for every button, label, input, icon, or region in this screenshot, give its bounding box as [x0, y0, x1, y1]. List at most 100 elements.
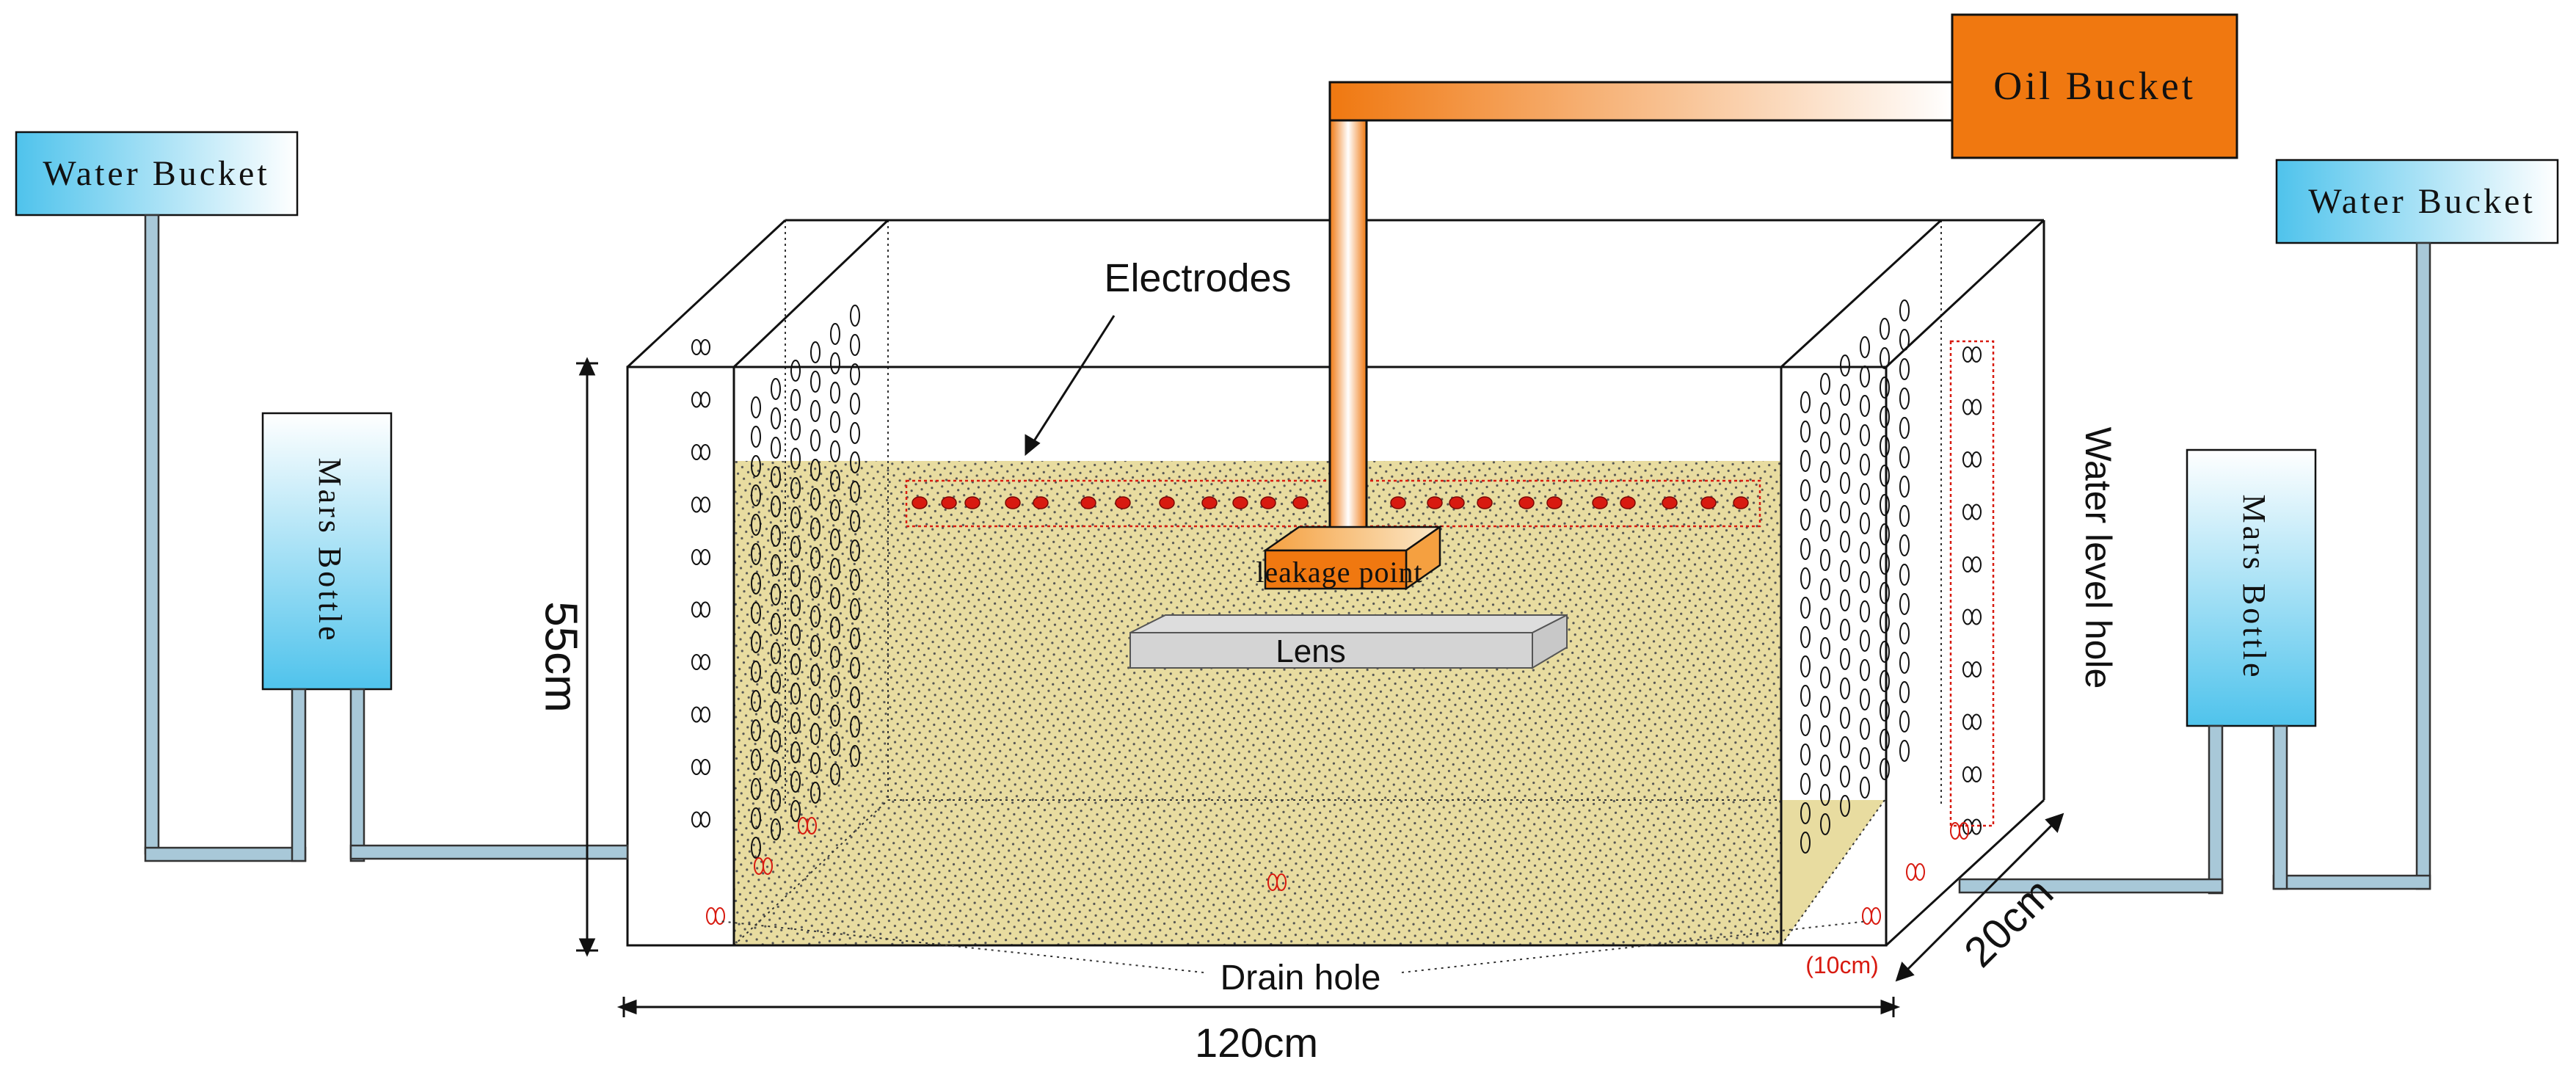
perforation-hole [830, 411, 840, 433]
length-label: 120cm [1195, 1019, 1318, 1066]
electrode [1201, 496, 1218, 509]
port-hole [1962, 399, 1973, 415]
perforation-hole [830, 499, 840, 521]
perforation-hole [850, 569, 860, 591]
perforation-hole [830, 558, 840, 580]
perforation-hole [1899, 476, 1910, 498]
left-wall-port-holes [691, 339, 710, 828]
perforation-hole [830, 528, 840, 550]
perforation-hole [850, 686, 860, 708]
perforation-hole [810, 341, 821, 363]
perforation-hole [850, 598, 860, 620]
perforation-hole [810, 723, 821, 745]
perforation-hole [830, 352, 840, 374]
perforation-hole [1820, 813, 1830, 835]
perforation-hole [810, 635, 821, 657]
perforation-hole [850, 628, 860, 650]
water-bucket-left-label: Water Bucket [43, 154, 269, 193]
perforation-hole [1860, 571, 1870, 593]
port-hole [1962, 556, 1973, 572]
perforation-hole [771, 584, 781, 606]
perforation-hole [1800, 626, 1811, 648]
perforation-hole [1800, 538, 1811, 560]
perforation-hole [850, 510, 860, 532]
perforation-hole [1820, 637, 1830, 659]
electrode-array-box [905, 479, 1761, 528]
left-water-pipes [144, 214, 629, 862]
port-hole [1971, 766, 1982, 782]
perforation-hole [771, 701, 781, 723]
perforation-hole [1860, 659, 1870, 681]
electrode [1620, 496, 1636, 509]
electrode [1592, 496, 1608, 509]
port-hole [691, 496, 702, 513]
perforation-hole [830, 763, 840, 785]
port-hole [700, 759, 710, 775]
perforation-hole [1880, 582, 1890, 604]
perforation-hole [771, 437, 781, 459]
perforation-hole [1860, 688, 1870, 710]
port-hole [1971, 346, 1982, 363]
perforation-hole [810, 488, 821, 510]
perforation-hole [1800, 597, 1811, 619]
perforation-hole [850, 393, 860, 415]
port-hole [700, 549, 710, 565]
perforation-hole [1880, 758, 1890, 780]
perforation-hole [790, 595, 801, 617]
perforation-hole [850, 657, 860, 679]
port-hole [1971, 818, 1982, 835]
perforation-hole [1800, 391, 1811, 413]
port-hole [700, 391, 710, 408]
perforation-hole [810, 606, 821, 628]
oil-bucket-label: Oil Bucket [1993, 64, 2195, 108]
electrode [1518, 496, 1535, 509]
electrode [1033, 496, 1049, 509]
perforation-hole [790, 741, 801, 763]
perforation-hole [1840, 707, 1850, 729]
perforation-hole [751, 749, 761, 771]
perforation-hole [771, 789, 781, 811]
perforation-hole [830, 587, 840, 609]
leakage-point-label: leakage point [1256, 556, 1422, 589]
right-water-pipes [1958, 241, 2431, 895]
perforation-hole [790, 565, 801, 587]
perforation-hole [830, 323, 840, 345]
right-plate-holes [1800, 299, 1910, 854]
perforation-hole [1860, 366, 1870, 388]
perforation-hole [1820, 608, 1830, 630]
perforation-hole [810, 400, 821, 422]
oil-pipe-horizontal [1328, 81, 1955, 122]
perforation-hole [751, 426, 761, 448]
electrode [1427, 496, 1443, 509]
perforation-hole [1899, 740, 1910, 762]
perforation-hole [790, 389, 801, 411]
perforation-hole [1899, 534, 1910, 556]
port-hole [700, 601, 710, 618]
mars-bottle-left-label: Mars Bottle [312, 458, 348, 644]
perforation-hole [850, 716, 860, 738]
electrode [1662, 496, 1678, 509]
perforation-hole [790, 360, 801, 382]
perforation-hole [1800, 832, 1811, 854]
perforation-hole [850, 481, 860, 503]
left-plate-holes [751, 305, 860, 859]
perforation-hole [1860, 747, 1870, 769]
perforation-hole [771, 407, 781, 429]
perforation-hole [1880, 406, 1890, 428]
perforation-hole [771, 613, 781, 635]
perforation-hole [771, 818, 781, 840]
electrode [1080, 496, 1096, 509]
perforation-hole [1820, 725, 1830, 747]
perforation-hole [810, 459, 821, 481]
perforation-hole [810, 429, 821, 451]
perforation-hole [1840, 413, 1850, 435]
perforation-hole [790, 477, 801, 499]
perforation-hole [790, 536, 801, 558]
port-hole [1971, 504, 1982, 520]
perforation-hole [1820, 549, 1830, 571]
electrodes-label: Electrodes [1104, 256, 1291, 300]
perforation-hole [1899, 388, 1910, 410]
perforation-hole [790, 771, 801, 793]
perforation-hole [1820, 578, 1830, 600]
perforation-hole [751, 572, 761, 595]
